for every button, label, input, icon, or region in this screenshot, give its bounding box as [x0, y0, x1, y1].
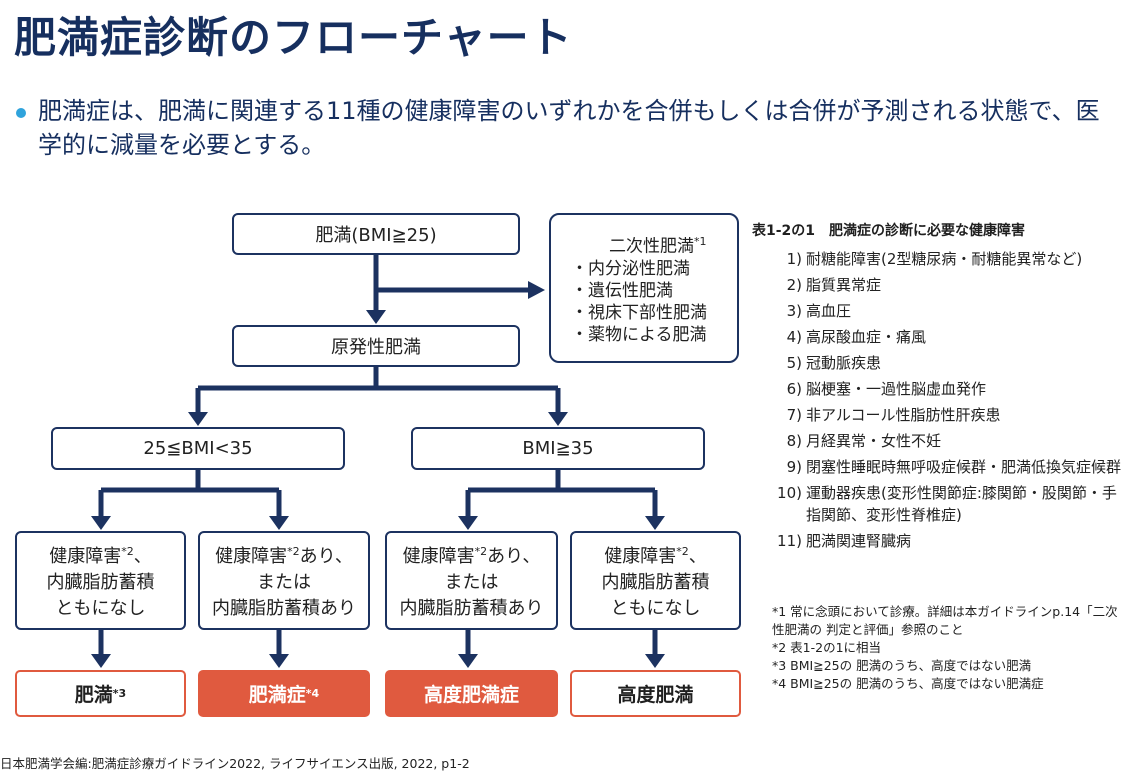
health-disorder-list: 1)耐糖能障害(2型糖尿病・耐糖能異常など) 2)脂質異常症 3)高血圧 4)高…: [772, 246, 1122, 554]
condition-line: ともになし: [610, 598, 701, 619]
right-branch-label: BMI≧35: [522, 438, 594, 459]
left-branch-box: 25≦BMI<35: [51, 427, 345, 470]
condition-box-1: 健康障害*2、 内臓脂肪蓄積 ともになし: [15, 531, 186, 630]
condition-box-4: 健康障害*2、 内臓脂肪蓄積 ともになし: [570, 531, 741, 630]
top-box-obesity: 肥満(BMI≧25): [232, 213, 520, 255]
condition-line: 内臓脂肪蓄積: [601, 572, 710, 593]
list-item: 2)脂質異常症: [786, 276, 882, 294]
arrowhead-left-branch: [188, 412, 208, 426]
footnote: *1 常に念頭において診療。詳細は本ガイドラインp.14「二次性肥満の 判定と評…: [772, 604, 1118, 637]
list-item: 4)高尿酸血症・痛風: [786, 328, 927, 346]
footnote: *2 表1-2の1に相当: [772, 640, 882, 655]
list-item: 5)冠動脈疾患: [786, 354, 882, 372]
arrowhead-cond3: [458, 516, 478, 530]
primary-label: 原発性肥満: [331, 337, 421, 358]
secondary-item: ・視床下部性肥満: [571, 302, 707, 323]
condition-line: 健康障害*2、: [604, 545, 707, 567]
secondary-item: ・遺伝性肥満: [571, 280, 673, 301]
bullet-text: 肥満症は、肥満に関連する11種の健康障害のいずれかを合併もしくは合併が予測される…: [38, 97, 1100, 159]
list-item: 10)運動器疾患(変形性関節症:膝関節・股関節・手指関節、変形性脊椎症): [777, 484, 1117, 524]
health-disorder-table-title: 表1-2の1 肥満症の診断に必要な健康障害: [752, 223, 1026, 239]
footnote: *3 BMI≧25の 肥満のうち、高度ではない肥満: [772, 658, 1032, 673]
condition-box-2: 健康障害*2あり、 または 内臓脂肪蓄積あり: [198, 531, 370, 630]
condition-line: 内臓脂肪蓄積あり: [399, 598, 544, 619]
arrowhead-result4: [645, 654, 665, 668]
condition-line: 健康障害*2、: [49, 545, 152, 567]
secondary-item: ・内分泌性肥満: [571, 258, 690, 279]
list-item: 3)高血圧: [786, 302, 852, 320]
condition-box-3: 健康障害*2あり、 または 内臓脂肪蓄積あり: [385, 531, 558, 630]
source-citation: 日本肥満学会編:肥満症診療ガイドライン2022, ライフサイエンス出版, 202…: [0, 756, 470, 771]
list-item: 6)脳梗塞・一過性脳虚血発作: [786, 380, 987, 398]
page-title: 肥満症診断のフローチャート: [14, 13, 573, 62]
condition-line: または: [444, 572, 499, 593]
list-item: 8)月経異常・女性不妊: [786, 432, 942, 450]
condition-line: または: [257, 572, 311, 593]
arrowhead-result3: [458, 654, 478, 668]
arrowhead-cond4: [645, 516, 665, 530]
condition-line: 内臓脂肪蓄積: [46, 572, 155, 593]
arrowhead-result2: [269, 654, 289, 668]
arrowhead-result1: [91, 654, 111, 668]
condition-line: 健康障害*2あり、: [215, 545, 353, 567]
list-item: 9)閉塞性睡眠時無呼吸症候群・肥満低換気症候群: [786, 458, 1122, 476]
result-severe-obesity: 高度肥満: [570, 670, 741, 717]
arrowhead-primary: [366, 310, 386, 324]
right-branch-box: BMI≧35: [411, 427, 705, 470]
arrowhead-cond2: [269, 516, 289, 530]
footnotes: *1 常に念頭において診療。詳細は本ガイドラインp.14「二次性肥満の 判定と評…: [772, 603, 1122, 693]
arrowhead-secondary: [528, 281, 545, 299]
arrowhead-cond1: [91, 516, 111, 530]
secondary-obesity-box: 二次性肥満*1 ・内分泌性肥満 ・遺伝性肥満 ・視床下部性肥満 ・薬物による肥満: [549, 213, 739, 363]
left-branch-label: 25≦BMI<35: [143, 438, 253, 459]
result-obesity: 肥満*3: [15, 670, 186, 717]
top-box-label: 肥満(BMI≧25): [315, 225, 437, 246]
condition-line: ともになし: [55, 598, 146, 619]
footnote: *4 BMI≧25の 肥満のうち、高度ではない肥満症: [772, 676, 1044, 691]
condition-line: 内臓脂肪蓄積あり: [212, 598, 356, 619]
primary-obesity-box: 原発性肥満: [232, 325, 520, 367]
list-item: 11)肥満関連腎臓病: [777, 532, 912, 550]
result-severe-obesity-disease: 高度肥満症: [385, 670, 558, 717]
arrowhead-right-branch: [548, 412, 568, 426]
list-item: 1)耐糖能障害(2型糖尿病・耐糖能異常など): [786, 250, 1083, 268]
condition-line: 健康障害*2あり、: [402, 545, 541, 567]
secondary-item: ・薬物による肥満: [571, 324, 707, 345]
bullet-dot: [16, 108, 26, 118]
secondary-title: 二次性肥満*1: [609, 235, 707, 257]
list-item: 7)非アルコール性脂肪性肝疾患: [786, 406, 1001, 424]
result-obesity-disease: 肥満症*4: [198, 670, 370, 717]
